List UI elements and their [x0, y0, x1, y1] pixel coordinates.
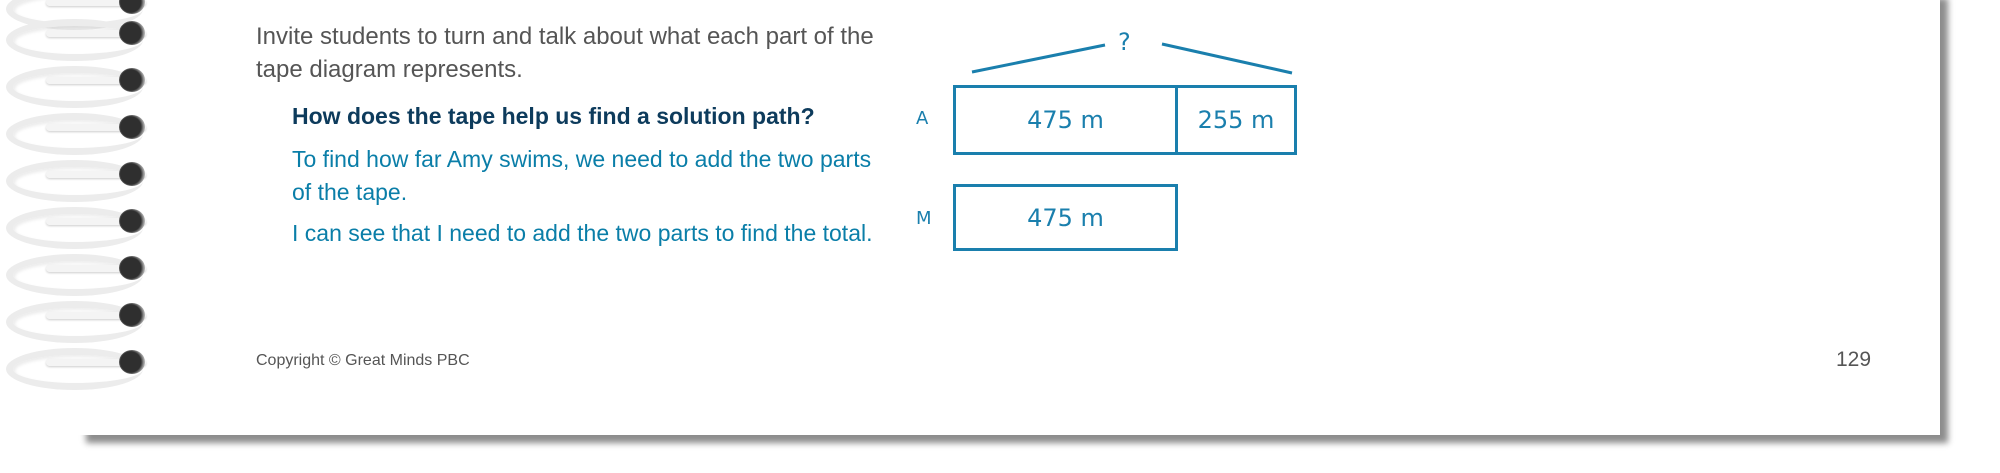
- row-label-a: A: [916, 108, 929, 129]
- copyright-footer: Copyright © Great Minds PBC: [256, 352, 470, 369]
- unknown-total-label: ?: [1118, 28, 1131, 56]
- intro-instruction: Invite students to turn and talk about w…: [256, 23, 874, 83]
- sample-answer-1: To find how far Amy swims, we need to ad…: [292, 146, 872, 205]
- discussion-question: How does the tape help us find a solutio…: [292, 103, 815, 129]
- spiral-binding: [0, 0, 150, 420]
- bracket-icon: [971, 42, 1293, 75]
- notebook-page: [78, 0, 1940, 435]
- sample-answer-2: I can see that I need to add the two par…: [292, 220, 873, 246]
- tape-diagram: ? A 475 m 255 m M 475 m: [900, 0, 1350, 270]
- tape-part-m1: 475 m: [953, 184, 1178, 251]
- tape-part-a2: 255 m: [1175, 85, 1297, 155]
- page-number: 129: [1836, 348, 1872, 371]
- tape-part-a1: 475 m: [953, 85, 1178, 155]
- row-label-m: M: [916, 208, 932, 229]
